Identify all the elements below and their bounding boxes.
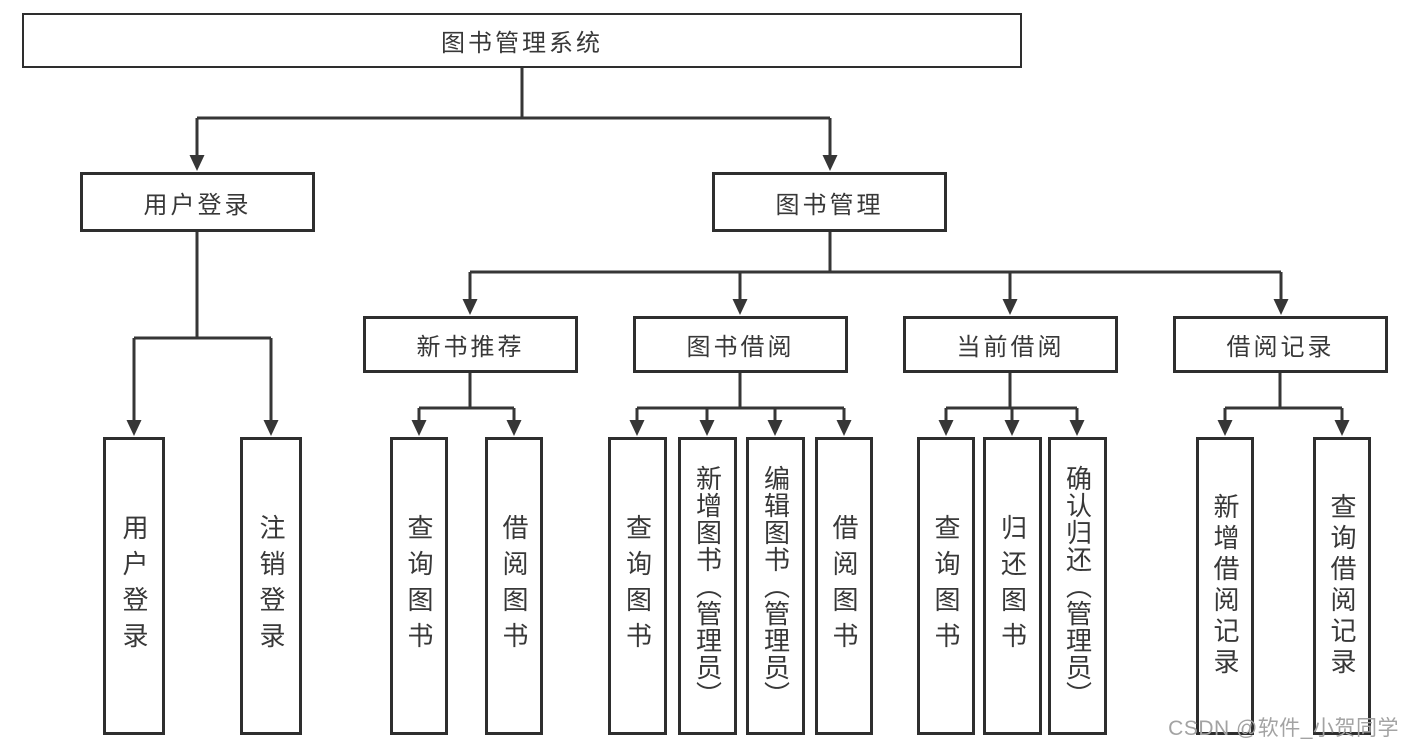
- leaf-return-book: 归还图书: [983, 437, 1042, 735]
- leaf-borrow-books-borrow: 借阅图书: [815, 437, 873, 735]
- node-borrow-records: 借阅记录: [1173, 316, 1388, 373]
- node-root-label: 图书管理系统: [441, 30, 603, 57]
- leaf-confirm-return-admin: 确认归还（管理员）: [1048, 437, 1107, 735]
- node-book-borrow-label: 图书借阅: [686, 334, 795, 361]
- leaf-user-login: 用户登录: [103, 437, 165, 735]
- leaf-borrow-books-borrow-label: 借阅图书: [829, 514, 859, 658]
- leaf-query-books-current: 查询图书: [917, 437, 975, 735]
- node-user-login: 用户登录: [80, 172, 315, 232]
- leaf-add-borrow-record: 新增借阅记录: [1196, 437, 1254, 735]
- node-borrow-records-label: 借阅记录: [1226, 334, 1335, 361]
- csdn-watermark: CSDN @软件_小贺同学: [1168, 717, 1399, 740]
- leaf-edit-book-admin-label: 编辑图书（管理员）: [760, 464, 791, 708]
- node-book-management-label: 图书管理: [775, 191, 884, 219]
- leaf-borrow-books-recommend: 借阅图书: [485, 437, 543, 735]
- node-book-borrow: 图书借阅: [633, 316, 848, 373]
- node-root: 图书管理系统: [22, 13, 1022, 68]
- node-current-borrow: 当前借阅: [903, 316, 1118, 373]
- leaf-query-books-recommend-label: 查询图书: [404, 514, 434, 658]
- leaf-confirm-return-admin-label: 确认归还（管理员）: [1062, 464, 1093, 708]
- leaf-add-book-admin-label: 新增图书（管理员）: [692, 464, 723, 708]
- leaf-query-books-recommend: 查询图书: [390, 437, 448, 735]
- leaf-return-book-label: 归还图书: [997, 514, 1028, 658]
- leaf-borrow-books-recommend-label: 借阅图书: [499, 514, 529, 658]
- leaf-query-books-borrow: 查询图书: [608, 437, 667, 735]
- leaf-logout: 注销登录: [240, 437, 302, 735]
- leaf-add-book-admin: 新增图书（管理员）: [678, 437, 737, 735]
- leaf-query-borrow-record: 查询借阅记录: [1313, 437, 1371, 735]
- leaf-edit-book-admin: 编辑图书（管理员）: [746, 437, 805, 735]
- leaf-logout-label: 注销登录: [256, 514, 286, 658]
- leaf-add-borrow-record-label: 新增借阅记录: [1210, 493, 1240, 679]
- leaf-user-login-label: 用户登录: [119, 514, 149, 658]
- node-new-book-recommend-label: 新书推荐: [416, 334, 525, 361]
- leaf-query-borrow-record-label: 查询借阅记录: [1327, 493, 1357, 679]
- leaf-query-books-current-label: 查询图书: [931, 514, 961, 658]
- leaf-query-books-borrow-label: 查询图书: [622, 514, 653, 658]
- node-user-login-label: 用户登录: [143, 191, 252, 219]
- node-current-borrow-label: 当前借阅: [956, 334, 1065, 361]
- node-book-management: 图书管理: [712, 172, 947, 232]
- node-new-book-recommend: 新书推荐: [363, 316, 578, 373]
